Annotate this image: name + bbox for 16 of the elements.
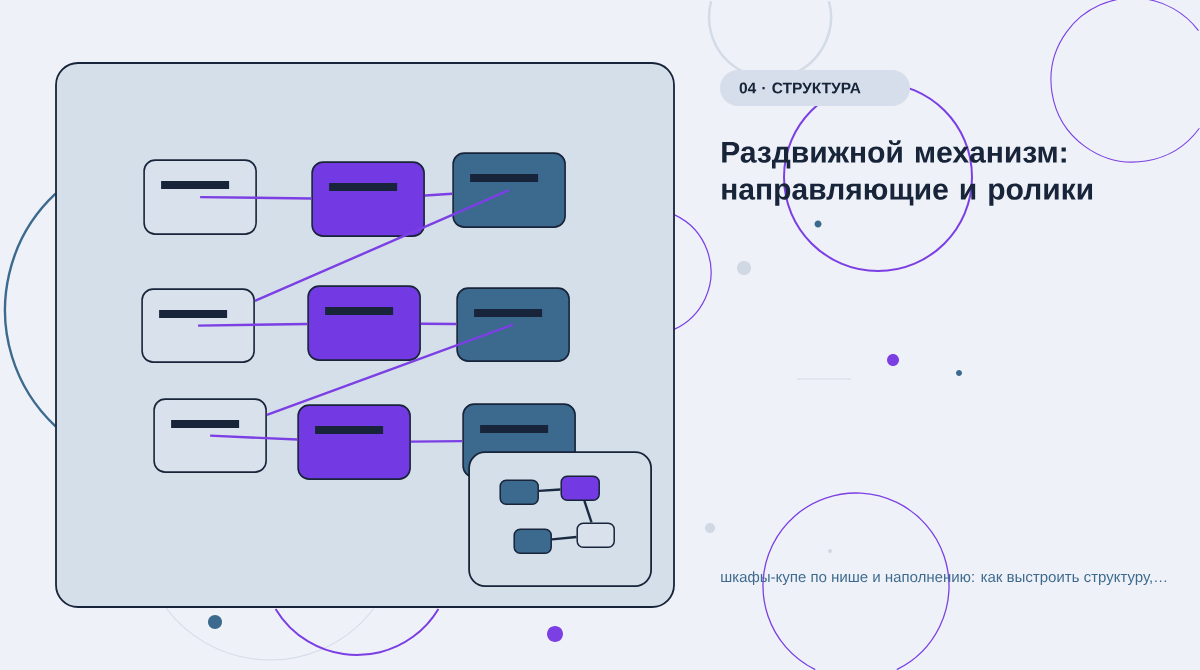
connector-line (200, 195, 312, 200)
connector-line (410, 439, 463, 443)
connector-line (538, 488, 561, 493)
connector-line (198, 322, 308, 327)
connector-line (266, 323, 514, 416)
mini-box (513, 528, 552, 554)
connector-line (254, 189, 510, 303)
mini-box (576, 522, 615, 548)
section-tag: 04 · СТРУКТУРА (720, 70, 910, 106)
connector-line (583, 500, 593, 523)
mini-box (499, 479, 539, 505)
connector-line (210, 434, 298, 441)
connector-line (420, 322, 457, 326)
connector-line (424, 192, 453, 197)
mini-box (560, 475, 600, 501)
connector-line (551, 535, 577, 541)
